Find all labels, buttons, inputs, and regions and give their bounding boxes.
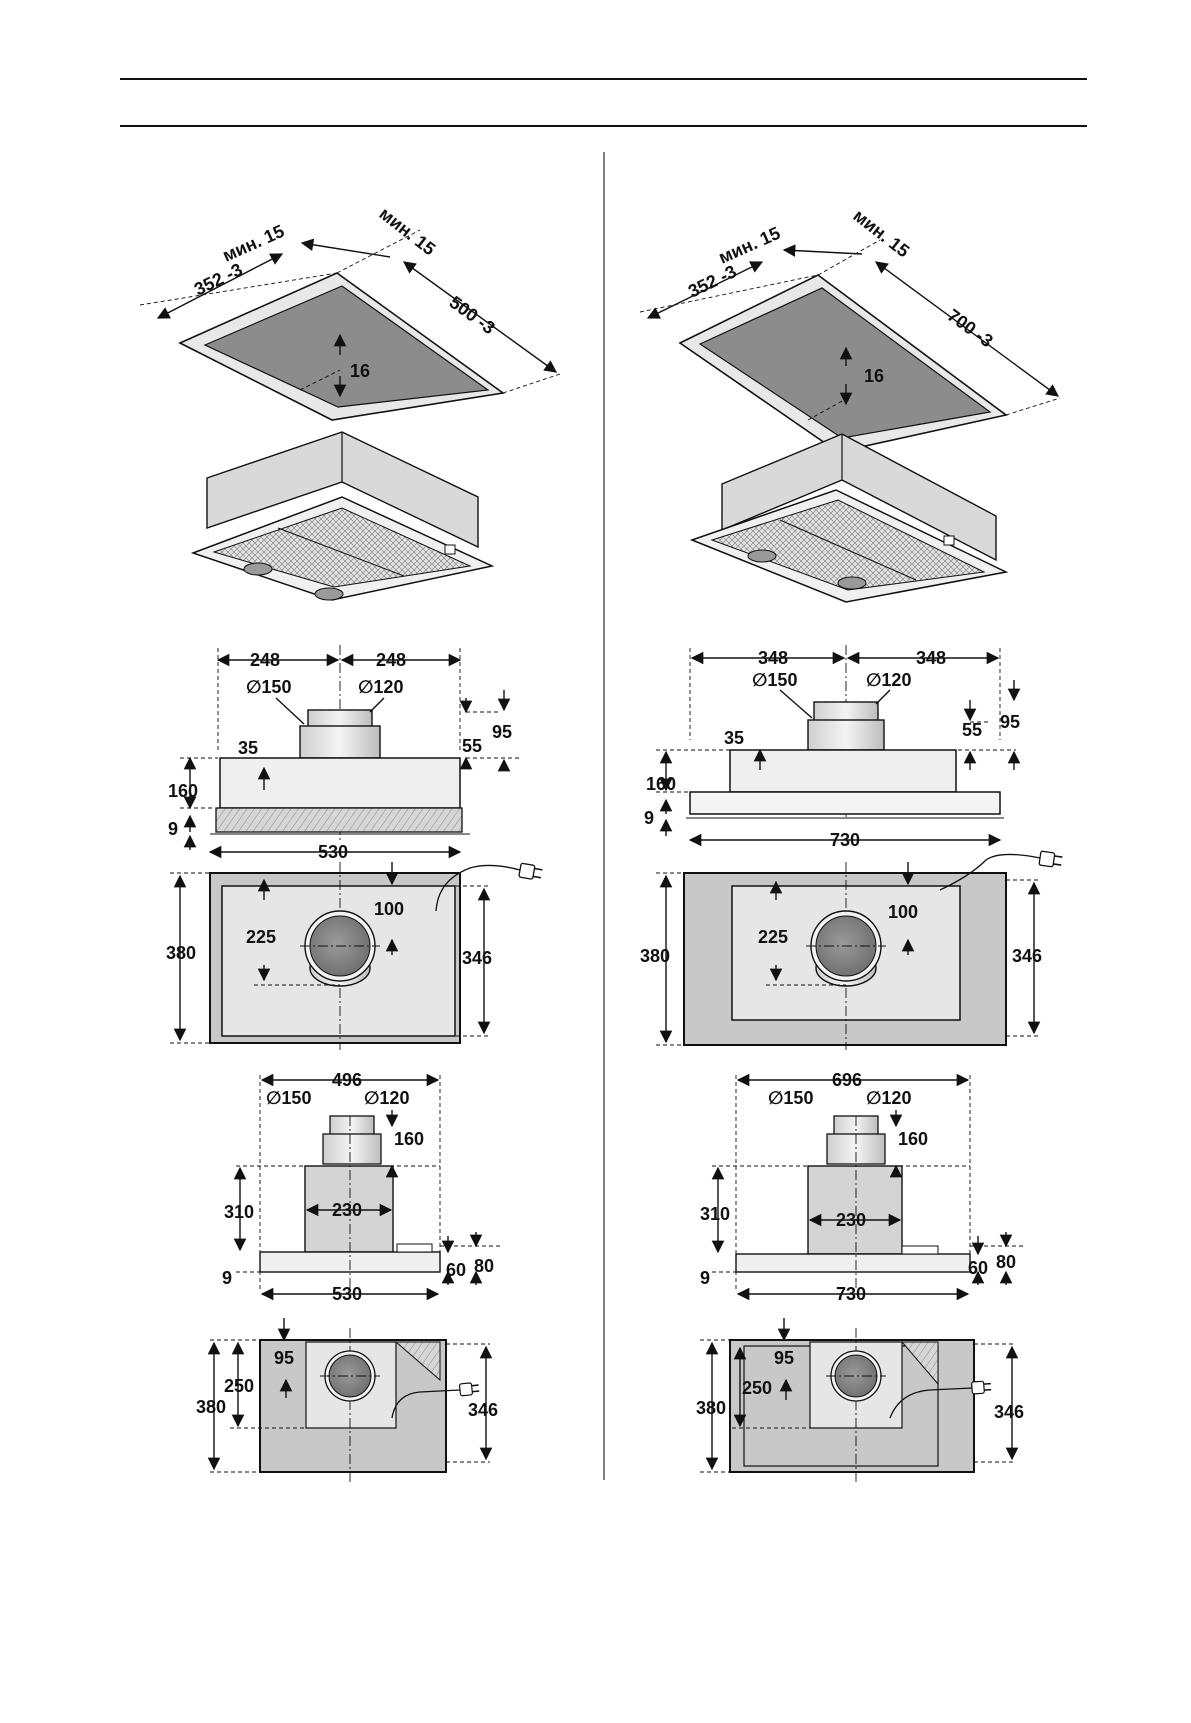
side-h160-label: 160 (168, 781, 198, 801)
side-dia-small-label: ∅120 (358, 677, 403, 697)
plan2-d346-label: 346 (994, 1402, 1024, 1422)
cutout-length-label: 700 -3 (944, 305, 997, 351)
chimney-h160-label: 160 (394, 1129, 424, 1149)
cutout-length-label: 500 -3 (446, 292, 499, 338)
left-column: 352 -3 мин. 15 мин. 15 500 -3 16 248 248 (140, 203, 560, 1482)
chimney-h310-label: 310 (700, 1204, 730, 1224)
cutout-width-label: 352 -3 (191, 259, 246, 299)
plug-icon (519, 863, 543, 881)
chimney-dia-small-label: ∅120 (364, 1088, 409, 1108)
plan-d225-label: 225 (758, 927, 788, 947)
chimney-width-top-label: 696 (832, 1070, 862, 1090)
right-column: 352 -3 мин. 15 мин. 15 700 -3 16 348 348 (640, 205, 1063, 1482)
chimney-width-label: 730 (836, 1284, 866, 1304)
plug-icon (459, 1382, 479, 1396)
side-h9-label: 9 (644, 808, 654, 828)
side-h95-label: 95 (492, 722, 512, 742)
left-chimney-elevation: 496 ∅150 ∅120 160 310 230 60 80 9 (222, 1070, 500, 1304)
chimney-h9-label: 9 (700, 1268, 710, 1288)
chimney-h80-label: 80 (474, 1256, 494, 1276)
right-side-elevation: 348 348 ∅150 ∅120 35 55 95 1 (644, 645, 1020, 850)
chimney-h160-label: 160 (898, 1129, 928, 1149)
side-h95-label: 95 (1000, 712, 1020, 732)
plan2-d380-label: 380 (196, 1397, 226, 1417)
side-h9-label: 9 (168, 819, 178, 839)
plan-d380-label: 380 (640, 946, 670, 966)
side-h55-label: 55 (962, 720, 982, 740)
cutout-width-label: 352 -3 (685, 261, 740, 301)
chimney-width-top-label: 496 (332, 1070, 362, 1090)
cutout-min-b-label: мин. 15 (850, 205, 914, 261)
side-half-b-label: 248 (376, 650, 406, 670)
plug-icon (1039, 851, 1063, 868)
plan-d100-label: 100 (374, 899, 404, 919)
chimney-h60-label: 60 (446, 1260, 466, 1280)
side-h35-label: 35 (238, 738, 258, 758)
chimney-w230-label: 230 (836, 1210, 866, 1230)
chimney-width-label: 530 (332, 1284, 362, 1304)
chimney-dia-large-label: ∅150 (266, 1088, 311, 1108)
right-chimney-elevation: 696 ∅150 ∅120 160 310 230 60 80 9 (700, 1070, 1024, 1304)
switch-icon (445, 545, 455, 554)
plan2-d95-label: 95 (274, 1348, 294, 1368)
switch-icon (944, 536, 954, 545)
cutout-min-a-label: мин. 15 (219, 221, 287, 266)
chimney-dia-large-label: ∅150 (768, 1088, 813, 1108)
side-half-a-label: 248 (250, 650, 280, 670)
side-dia-large-label: ∅150 (752, 670, 797, 690)
side-half-b-label: 348 (916, 648, 946, 668)
plug-icon (972, 1381, 992, 1394)
cutout-depth-label: 16 (864, 366, 884, 386)
left-plan-view: 225 100 380 346 (166, 862, 543, 1050)
right-cutout-view: 352 -3 мин. 15 мин. 15 700 -3 16 (640, 205, 1060, 452)
plan-d100-label: 100 (888, 902, 918, 922)
right-plan-view-2: 95 250 380 346 (696, 1318, 1024, 1482)
left-side-elevation: 248 248 ∅150 ∅120 35 55 95 1 (168, 645, 520, 862)
plan2-d346-label: 346 (468, 1400, 498, 1420)
left-plan-view-2: 95 250 380 346 (196, 1318, 498, 1482)
chimney-h60-label: 60 (968, 1258, 988, 1278)
chimney-dia-small-label: ∅120 (866, 1088, 911, 1108)
side-half-a-label: 348 (758, 648, 788, 668)
side-dia-small-label: ∅120 (866, 670, 911, 690)
cutout-min-b-label: мин. 15 (376, 203, 440, 259)
side-h160-label: 160 (646, 774, 676, 794)
side-width-label: 530 (318, 842, 348, 862)
right-plan-view: 225 100 380 346 (640, 851, 1063, 1050)
plan-d346-label: 346 (462, 948, 492, 968)
duct-icon (814, 702, 878, 722)
chimney-h80-label: 80 (996, 1252, 1016, 1272)
chimney-h310-label: 310 (224, 1202, 254, 1222)
left-hood-view (193, 432, 492, 600)
plan-d380-label: 380 (166, 943, 196, 963)
side-h55-label: 55 (462, 736, 482, 756)
left-cutout-view: 352 -3 мин. 15 мин. 15 500 -3 16 (140, 203, 560, 420)
right-hood-view (692, 434, 1006, 602)
chimney-h9-label: 9 (222, 1268, 232, 1288)
plan-d225-label: 225 (246, 927, 276, 947)
side-dia-large-label: ∅150 (246, 677, 291, 697)
plan2-d250-label: 250 (224, 1376, 254, 1396)
cutout-min-a-label: мин. 15 (715, 223, 783, 268)
plan2-d380-label: 380 (696, 1398, 726, 1418)
side-width-label: 730 (830, 830, 860, 850)
plan2-d95-label: 95 (774, 1348, 794, 1368)
cutout-depth-label: 16 (350, 361, 370, 381)
chimney-w230-label: 230 (332, 1200, 362, 1220)
side-h35-label: 35 (724, 728, 744, 748)
plan2-d250-label: 250 (742, 1378, 772, 1398)
plan-d346-label: 346 (1012, 946, 1042, 966)
